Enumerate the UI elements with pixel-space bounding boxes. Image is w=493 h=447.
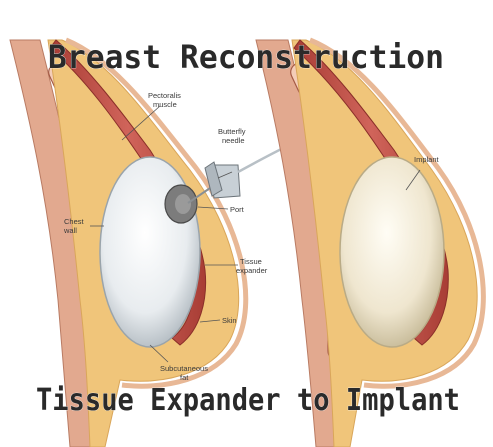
label-butterfly-line1: Butterfly — [218, 127, 246, 136]
label-pectoralis-line1: Pectoralis — [148, 91, 181, 100]
label-tissue-expander-line1: Tissue — [240, 257, 262, 266]
label-implant: Implant — [414, 155, 440, 164]
right-skin — [309, 37, 486, 389]
label-pectoralis-line2: muscle — [153, 100, 177, 109]
left-skin — [65, 37, 249, 389]
label-port: Port — [230, 205, 245, 214]
label-tissue-expander-line2: expander — [236, 266, 268, 275]
label-chest-wall-line1: Chest — [64, 217, 85, 226]
subtitle: Tissue Expander to Implant — [36, 383, 460, 418]
leader-lines — [90, 105, 421, 363]
butterfly-needle-icon — [187, 138, 301, 204]
left-labels: Pectoralis muscle Butterfly needle Port … — [63, 91, 268, 382]
label-subcutaneous-line1: Subcutaneous — [160, 364, 208, 373]
right-panel-implant — [255, 37, 486, 447]
right-labels: Implant — [414, 155, 440, 164]
title: Breast Reconstruction — [48, 38, 444, 76]
implant — [339, 156, 445, 348]
label-butterfly-line2: needle — [222, 136, 245, 145]
label-skin: Skin — [222, 316, 237, 325]
left-panel-expander — [9, 37, 301, 447]
label-chest-wall-line2: wall — [63, 226, 77, 235]
label-subcutaneous-line2: fat — [180, 373, 189, 382]
